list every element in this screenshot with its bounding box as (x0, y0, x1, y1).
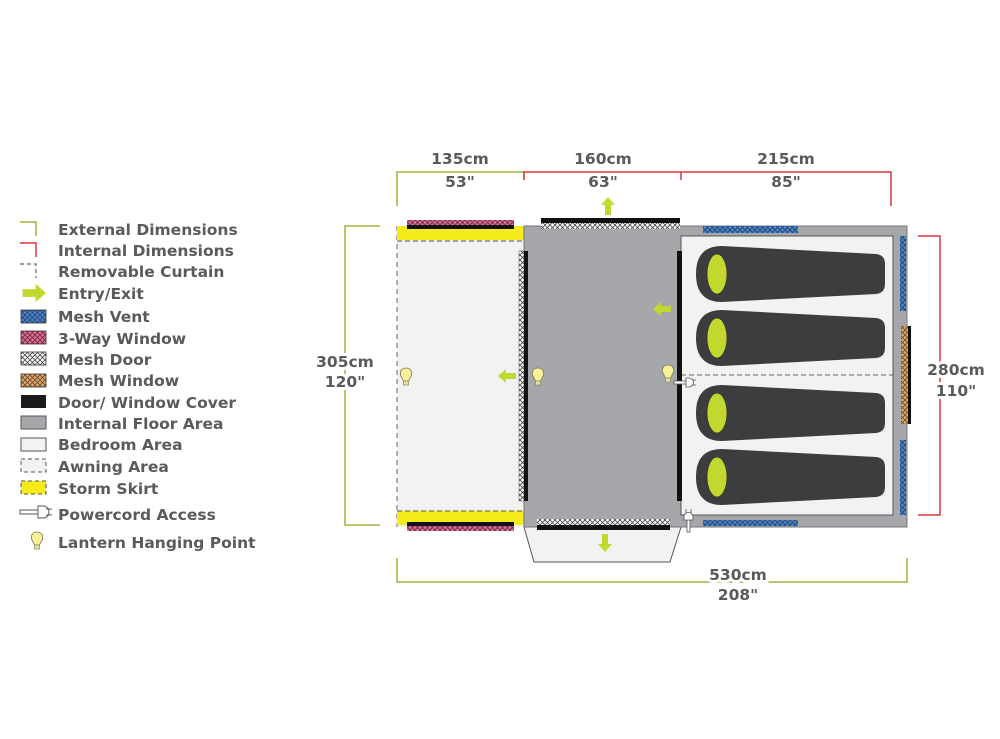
dim-top-2-in: 63" (588, 173, 618, 191)
mesh-window-icon (20, 373, 47, 388)
legend-label: Mesh Door (58, 351, 152, 369)
legend-label: External Dimensions (58, 221, 238, 239)
door-cover-bottom (537, 525, 670, 530)
legend-label: Mesh Vent (58, 308, 150, 326)
dim-left-in: 120" (325, 373, 365, 391)
external-dim-bottom (396, 558, 908, 583)
cover-window-right (908, 326, 911, 424)
awning-area-icon (20, 458, 47, 473)
storm-skirt-bottom (397, 511, 524, 525)
powercord-icon (19, 505, 52, 519)
legend-label: 3-Way Window (58, 330, 186, 348)
sleeping-bag (696, 385, 885, 441)
dim-right-in: 110" (936, 382, 976, 400)
mesh-door-bottom (537, 519, 670, 525)
external-dimensions-icon (20, 221, 37, 236)
mesh-door-icon (20, 351, 47, 366)
dimension-lines (344, 171, 941, 583)
internal-dim-top (523, 171, 892, 206)
internal-dim-right (918, 235, 941, 516)
storm-skirt-icon (20, 480, 47, 495)
mesh-window-right (901, 326, 908, 424)
dim-top-2-cm: 160cm (574, 150, 632, 168)
entry-arrow-top (601, 197, 615, 215)
legend-label: Entry/Exit (58, 285, 144, 303)
dim-right-cm: 280cm (927, 361, 985, 379)
legend-label: Removable Curtain (58, 263, 224, 281)
tent (396, 197, 911, 563)
sleeping-bag (696, 449, 885, 505)
legend-label: Awning Area (58, 458, 169, 476)
mesh-vent-icon (20, 309, 47, 324)
legend-label: Powercord Access (58, 506, 216, 524)
external-dim-left (344, 225, 380, 526)
legend-label: Storm Skirt (58, 480, 159, 498)
legend-label: Mesh Window (58, 372, 179, 390)
lantern-icon (30, 531, 44, 550)
dim-top-1-in: 53" (445, 173, 475, 191)
sleeping-bag (696, 246, 885, 302)
cover-top-window (407, 225, 514, 229)
dim-left-cm: 305cm (316, 353, 374, 371)
internal-floor-area-icon (20, 415, 47, 430)
sleeping-bag (696, 310, 885, 366)
3-way-window-icon (20, 330, 47, 345)
door-cover-bedroom (677, 251, 682, 501)
dim-bottom-cm: 530cm (709, 566, 767, 584)
legend-label: Internal Floor Area (58, 415, 223, 433)
powercord-access-bottom (683, 509, 694, 533)
dim-top-3-in: 85" (771, 173, 801, 191)
powercord-access (673, 377, 696, 388)
3-way-window-top (407, 220, 514, 225)
mesh-vent-right-bottom (900, 440, 906, 515)
dim-top-1-cm: 135cm (431, 150, 489, 168)
legend: External Dimensions Internal Dimensions … (19, 221, 256, 552)
mesh-vent-right-top (900, 236, 906, 311)
entry-exit-icon (22, 283, 46, 303)
mesh-door-top (541, 223, 680, 229)
3-way-window-bottom (407, 526, 514, 531)
legend-label: Door/ Window Cover (58, 394, 236, 412)
internal-dimensions-icon (20, 242, 37, 257)
door-cover-top (541, 218, 680, 223)
sleeping-bags (696, 246, 885, 505)
mesh-door-awning (518, 250, 525, 502)
mesh-vent-bottom (703, 520, 798, 526)
legend-label: Internal Dimensions (58, 242, 234, 260)
legend-label: Lantern Hanging Point (58, 534, 256, 552)
door-window-cover-icon (21, 395, 46, 408)
removable-curtain-icon (20, 263, 37, 278)
mesh-vent-top (703, 226, 798, 233)
cover-bottom-window (407, 522, 514, 526)
door-cover-awning (524, 251, 528, 501)
legend-label: Bedroom Area (58, 436, 183, 454)
dim-top-3-cm: 215cm (757, 150, 815, 168)
bedroom-area-icon (20, 437, 47, 452)
storm-skirt-top (397, 226, 524, 240)
dim-bottom-in: 208" (718, 586, 758, 604)
